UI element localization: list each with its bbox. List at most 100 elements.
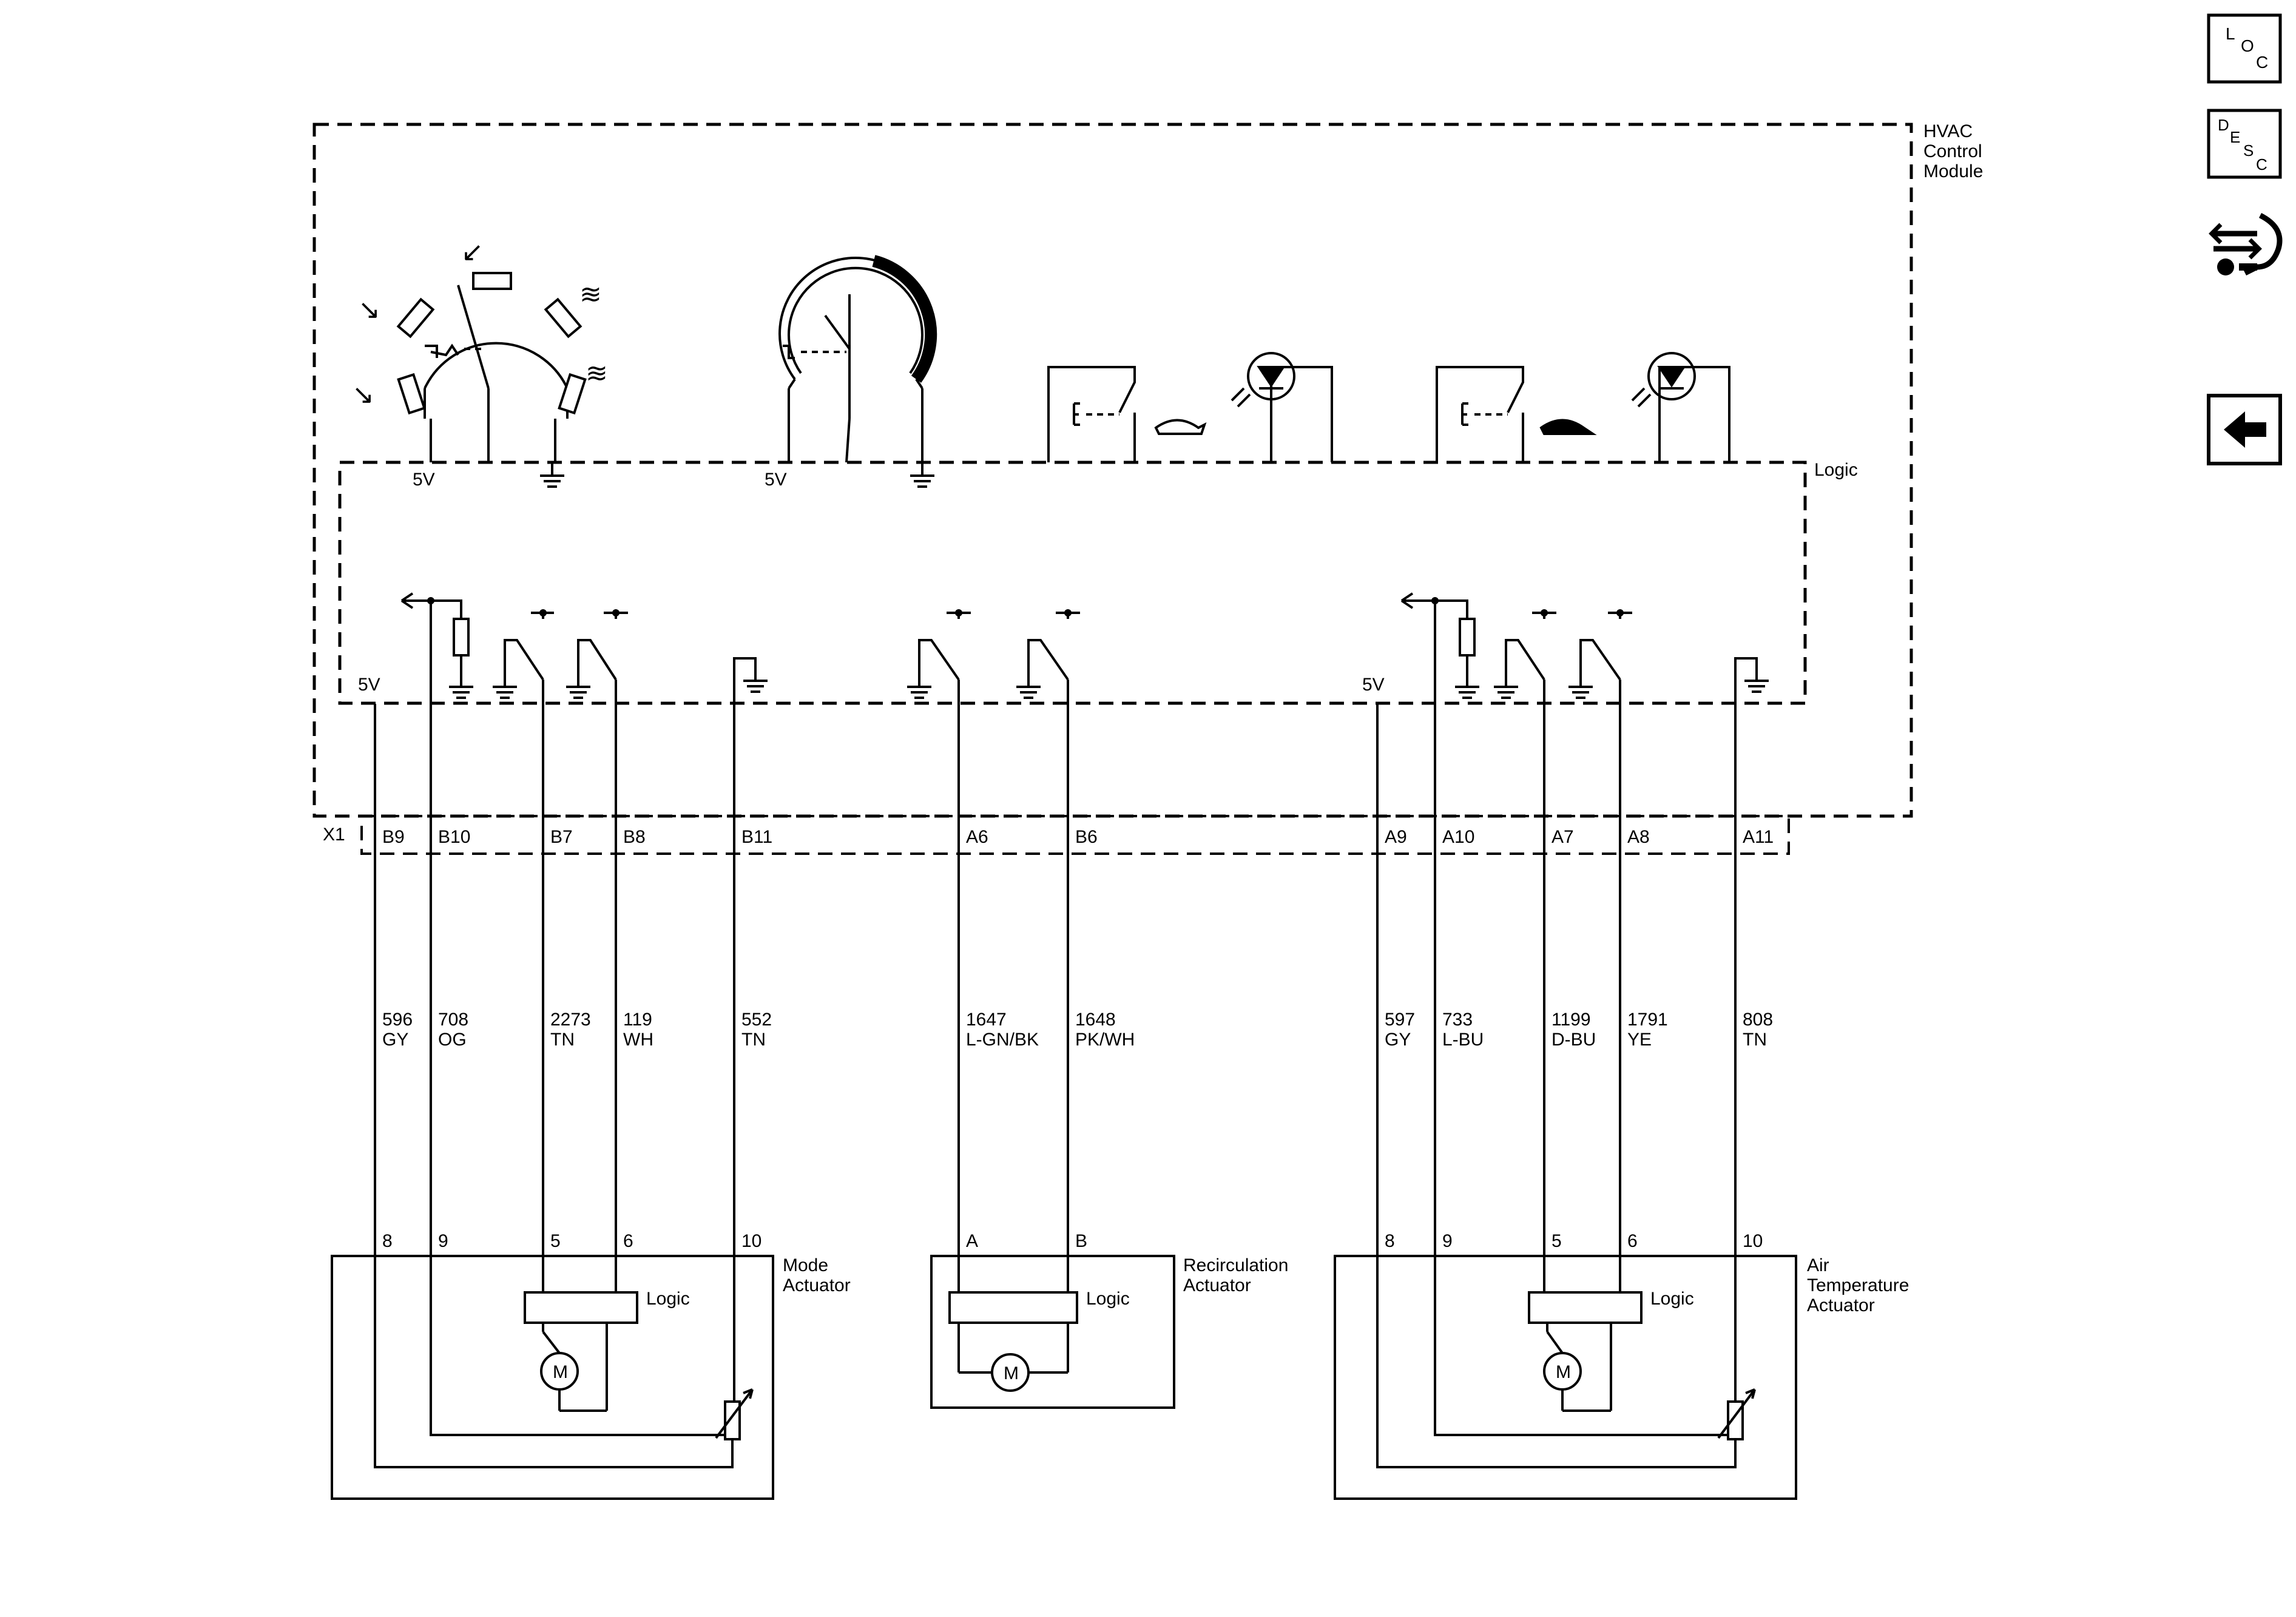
air-temp-actuator-name-line1: Air <box>1807 1255 1829 1275</box>
connector-pin-label: B10 <box>438 827 470 847</box>
temperature-dial <box>778 255 937 463</box>
connector-pin-label: B11 <box>741 827 772 847</box>
air-temperature-actuator <box>1334 1255 1797 1500</box>
actuator-pin-label: B <box>1075 1231 1087 1251</box>
actuator-pin-label: A <box>966 1231 978 1251</box>
connector-tool-button[interactable] <box>2209 212 2283 276</box>
loc-button[interactable]: L O C <box>2207 13 2282 84</box>
actuator-pin-label: 8 <box>1385 1231 1395 1251</box>
wire-circuit-number: 708 <box>438 1010 468 1030</box>
back-button[interactable] <box>2207 394 2282 465</box>
svg-text:L: L <box>2226 24 2235 43</box>
svg-text:D: D <box>2218 116 2229 134</box>
actuator-pin-label: 10 <box>1743 1231 1763 1251</box>
wires-layer: B9596GY8B10708OG9B72273TN5B8119WH6B11552… <box>374 601 1774 1468</box>
connector-pin-label: A11 <box>1743 827 1774 847</box>
actuator-pin-label: 6 <box>1627 1231 1638 1251</box>
recirc-actuator-name-line2: Actuator <box>1183 1275 1251 1295</box>
connector-pin-label: A9 <box>1385 827 1407 847</box>
svg-text:C: C <box>2256 155 2267 174</box>
actuator-pin-label: 9 <box>438 1231 448 1251</box>
wire-color-code: PK/WH <box>1075 1030 1135 1050</box>
actuator-pin-label: 5 <box>550 1231 561 1251</box>
logic-5v-label-left: 5V <box>358 675 380 695</box>
wire-circuit-number: 1648 <box>1075 1010 1116 1030</box>
wire-b9 <box>374 704 734 1468</box>
actuator-pin-label: 10 <box>741 1231 761 1251</box>
connector-x1: X1 <box>323 815 1790 855</box>
logic-5v-label-right: 5V <box>1362 675 1385 695</box>
connector-pin-label: A8 <box>1627 827 1650 847</box>
mode-actuator-motor-icon: M <box>553 1362 568 1382</box>
wire-circuit-number: 1647 <box>966 1010 1007 1030</box>
connector-pin-label: A10 <box>1442 827 1474 847</box>
actuator-pin-label: 5 <box>1551 1231 1562 1251</box>
svg-text:E: E <box>2230 128 2240 146</box>
svg-text:C: C <box>2256 53 2268 72</box>
wire-circuit-number: 1199 <box>1551 1010 1591 1030</box>
connector-pin-label: B6 <box>1075 827 1098 847</box>
wire-circuit-number: 597 <box>1385 1010 1415 1030</box>
recirc-actuator-motor-icon: M <box>1004 1363 1019 1383</box>
desc-button[interactable]: D E S C <box>2207 109 2282 179</box>
loc-icon: L O C <box>2226 24 2268 72</box>
wire-circuit-number: 2273 <box>550 1010 591 1030</box>
wire-color-code: GY <box>382 1030 408 1050</box>
recirc-led <box>1231 352 1295 408</box>
hvac-control-module: HVAC Control Module <box>312 121 1983 818</box>
air-temp-actuator-name-line3: Actuator <box>1807 1295 1875 1315</box>
wire-circuit-number: 119 <box>623 1010 652 1030</box>
internal-circuits-right <box>1400 592 1758 681</box>
actuator-pin-label: 6 <box>623 1231 633 1251</box>
mode-actuator-logic-label: Logic <box>646 1289 690 1309</box>
internal-circuits-middle <box>918 612 1080 681</box>
wire-circuit-number: 552 <box>741 1010 772 1030</box>
connector-pin-label: B8 <box>623 827 646 847</box>
recirc-actuator-name-line1: Recirculation <box>1183 1255 1288 1275</box>
wire-color-code: YE <box>1627 1030 1652 1050</box>
actuator-pin-label: 8 <box>382 1231 393 1251</box>
wire-color-code: OG <box>438 1030 467 1050</box>
wire-circuit-number: 808 <box>1743 1010 1773 1030</box>
defog-icon: ≋ <box>579 280 602 309</box>
wire-circuit-number: 733 <box>1442 1010 1473 1030</box>
connector-pin-label: B9 <box>382 827 405 847</box>
wire-color-code: L-BU <box>1442 1030 1484 1050</box>
air-temp-actuator-logic-label: Logic <box>1650 1289 1694 1309</box>
wire-circuit-number: 596 <box>382 1010 413 1030</box>
air-temp-actuator-name-line2: Temperature <box>1807 1275 1909 1295</box>
svg-text:O: O <box>2241 36 2254 55</box>
module-logic-block: Logic 5V 5V <box>338 460 1858 705</box>
internal-circuits-left <box>400 592 757 681</box>
wire-color-code: GY <box>1385 1030 1411 1050</box>
svg-text:S: S <box>2243 141 2254 160</box>
connector-pin-label: A6 <box>966 827 988 847</box>
wire-color-code: WH <box>623 1030 653 1050</box>
vent-floor-icon: ↘ <box>352 380 374 410</box>
air-temp-actuator-motor-icon: M <box>1556 1362 1571 1382</box>
outside-air-button-switch <box>1436 366 1730 462</box>
desc-icon: D E S C <box>2218 116 2267 174</box>
recirc-button-switch <box>1047 366 1333 462</box>
wire-circuit-number: 1791 <box>1627 1010 1668 1030</box>
vent-panel-icon: ↘ <box>358 295 380 325</box>
module-name-line1: HVAC <box>1923 121 1973 141</box>
dial-5v-label: 5V <box>765 470 787 490</box>
actuator-pin-label: 9 <box>1442 1231 1453 1251</box>
wire-color-code: TN <box>1743 1030 1767 1050</box>
connector-label: X1 <box>323 825 345 845</box>
mode-actuator-name-line1: Mode <box>783 1255 828 1275</box>
wire-color-code: D-BU <box>1551 1030 1596 1050</box>
wire-color-code: L-GN/BK <box>966 1030 1039 1050</box>
mode-actuator-name-line2: Actuator <box>783 1275 851 1295</box>
module-logic-label: Logic <box>1814 460 1858 480</box>
wire-a9 <box>1376 704 1737 1468</box>
connector-tool-icon <box>2209 212 2283 276</box>
mode-selector-switch <box>396 272 587 462</box>
wire-color-code: TN <box>741 1030 766 1050</box>
module-name-line3: Module <box>1923 161 1983 181</box>
connector-pin-label: A7 <box>1551 827 1574 847</box>
mode-air-icons: ↘ ↘ ↙ ≋ ≋ <box>352 237 608 410</box>
wire-color-code: TN <box>550 1030 575 1050</box>
